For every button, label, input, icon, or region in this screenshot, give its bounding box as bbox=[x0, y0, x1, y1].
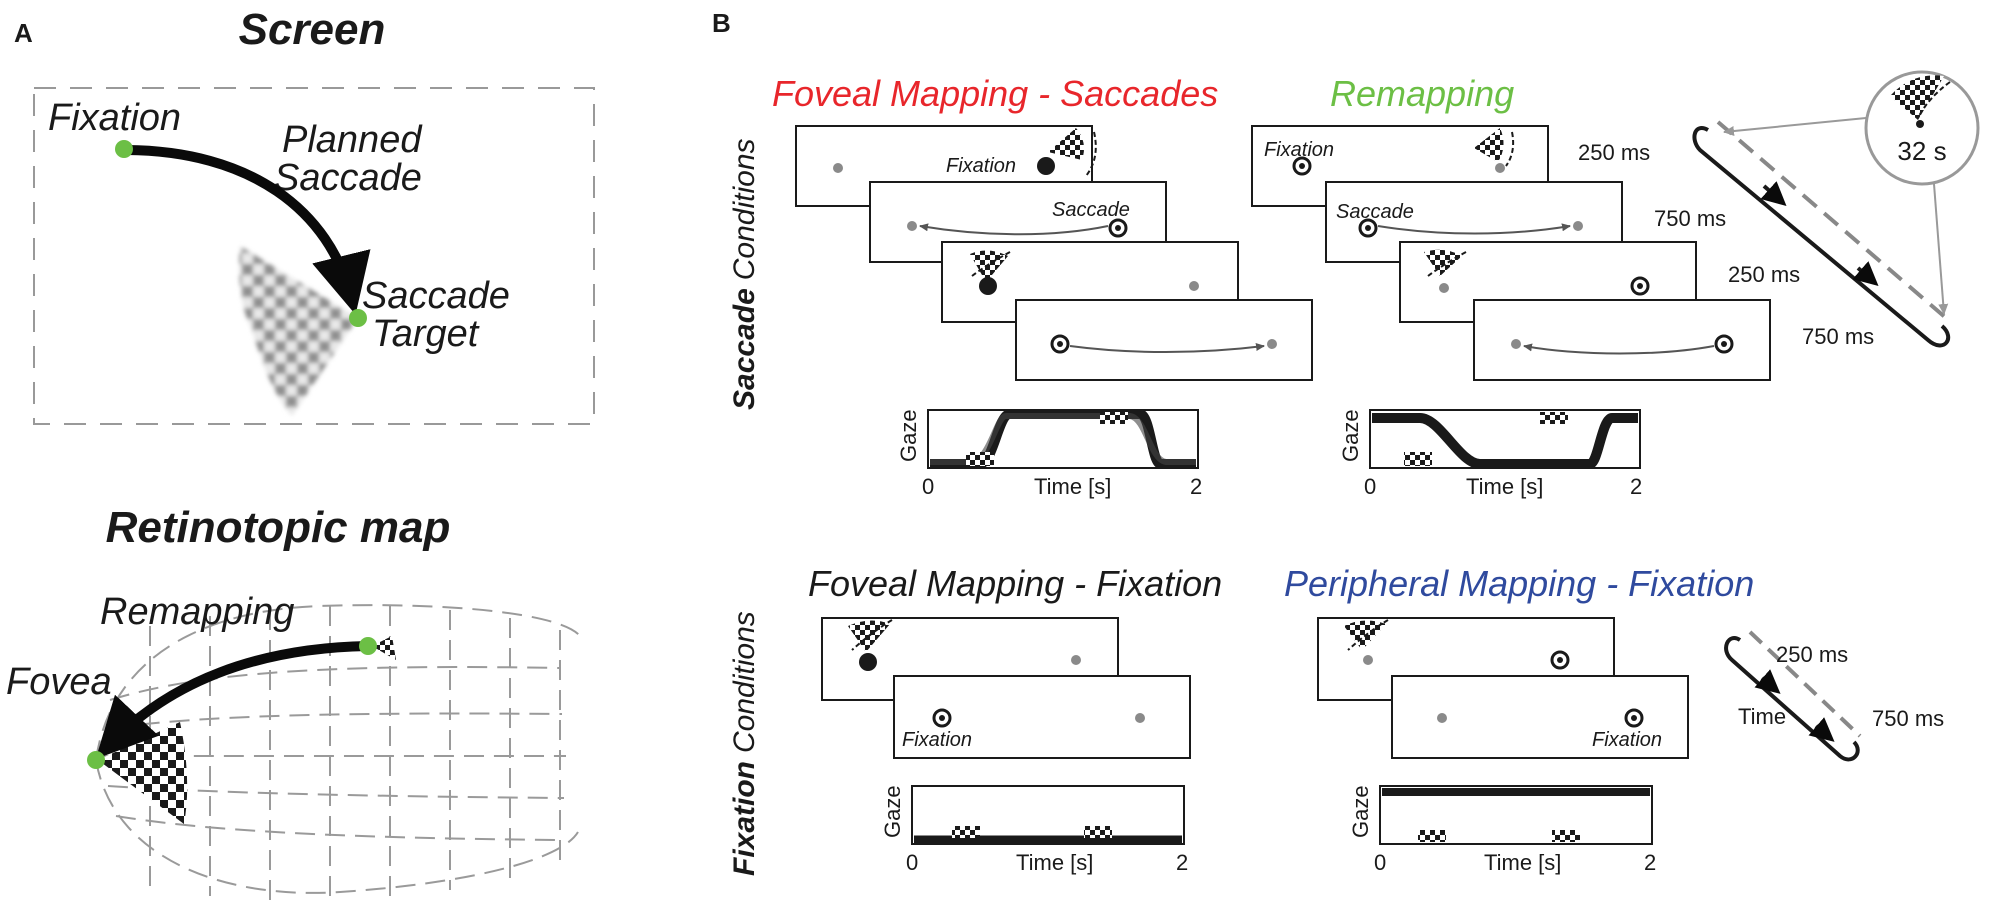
screen-border bbox=[33, 87, 595, 425]
remapping-arrow bbox=[95, 641, 369, 759]
fixation-label: Fixation bbox=[48, 97, 181, 139]
planned-saccade-label-1: Planned bbox=[282, 119, 423, 161]
timing-250-b: 250 ms bbox=[1728, 262, 1800, 287]
remapping-title: Remapping bbox=[1330, 73, 1514, 114]
panel-b-label: B bbox=[712, 8, 731, 38]
time-arrow-label: Time bbox=[1738, 704, 1786, 729]
time-label-1: Time [s] bbox=[1034, 474, 1111, 499]
time-label-4: Time [s] bbox=[1484, 850, 1561, 875]
tick-2-3: 2 bbox=[1176, 850, 1188, 875]
fixation-cycle-diagram bbox=[1724, 630, 1862, 762]
peripheral-fixation-frames: Fixation bbox=[1317, 617, 1689, 759]
tick-2-1: 2 bbox=[1190, 474, 1202, 499]
foveal-checkerboard bbox=[98, 722, 188, 824]
tick-2-2: 2 bbox=[1630, 474, 1642, 499]
time-label-2: Time [s] bbox=[1466, 474, 1543, 499]
peripheral-checkerboard bbox=[372, 636, 396, 660]
tick-0-3: 0 bbox=[906, 850, 918, 875]
foveal-saccade-frames: Fixation Saccade bbox=[795, 125, 1313, 381]
foveal-dot bbox=[87, 751, 105, 769]
panel-a-label: A bbox=[14, 18, 33, 48]
timing-250-a: 250 ms bbox=[1578, 140, 1650, 165]
cycle-diagram: 32 s bbox=[1692, 70, 1980, 348]
saccade-target-dot bbox=[349, 309, 367, 327]
tick-0-1: 0 bbox=[922, 474, 934, 499]
remap-frame2-saccade-label: Saccade bbox=[1336, 201, 1414, 223]
perfix-fixation-label: Fixation bbox=[1592, 729, 1662, 751]
time-label-3: Time [s] bbox=[1016, 850, 1093, 875]
remapping-frames: Fixation Saccade bbox=[1251, 125, 1771, 381]
gaze-plot-remapping bbox=[1369, 409, 1641, 469]
frame2-saccade-label: Saccade bbox=[1052, 199, 1130, 221]
remapping-label: Remapping bbox=[100, 591, 294, 633]
frame1-fixation-label: Fixation bbox=[946, 155, 1016, 177]
peripheral-dot bbox=[359, 637, 377, 655]
fix-timing-750: 750 ms bbox=[1872, 706, 1944, 731]
tick-0-4: 0 bbox=[1374, 850, 1386, 875]
tick-2-4: 2 bbox=[1644, 850, 1656, 875]
gaze-label-1: Gaze bbox=[896, 409, 921, 462]
planned-saccade-label-2: Saccade bbox=[274, 157, 422, 199]
screen-title: Screen bbox=[239, 5, 386, 54]
planned-saccade-arrow bbox=[123, 145, 371, 315]
gaze-label-4: Gaze bbox=[1348, 785, 1373, 838]
saccade-target-label-1: Saccade bbox=[362, 275, 510, 317]
fixation-dot bbox=[115, 140, 133, 158]
cycle-duration-label: 32 s bbox=[1897, 136, 1946, 166]
tick-0-2: 0 bbox=[1364, 474, 1376, 499]
gaze-label-3: Gaze bbox=[880, 785, 905, 838]
foveal-fixation-title: Foveal Mapping - Fixation bbox=[808, 563, 1222, 604]
fixation-conditions-label: FixationConditions bbox=[728, 611, 761, 876]
fovfix-fixation-label: Fixation bbox=[902, 729, 972, 751]
retinotopic-title: Retinotopic map bbox=[106, 503, 451, 552]
gaze-plot-foveal-fixation bbox=[911, 785, 1185, 845]
peripheral-fixation-title: Peripheral Mapping - Fixation bbox=[1284, 563, 1754, 604]
gaze-label-2: Gaze bbox=[1338, 409, 1363, 462]
fovea-label: Fovea bbox=[6, 661, 112, 703]
foveal-fixation-frames: Fixation bbox=[821, 617, 1191, 759]
fix-timing-250: 250 ms bbox=[1776, 642, 1848, 667]
blurred-checkerboard-stimulus bbox=[239, 246, 358, 416]
remap-frame1-fixation-label: Fixation bbox=[1264, 139, 1334, 161]
gaze-plot-foveal-saccades bbox=[927, 409, 1199, 469]
foveal-saccades-title: Foveal Mapping - Saccades bbox=[772, 73, 1218, 114]
saccade-target-label-2: Target bbox=[372, 313, 480, 355]
timing-750-b: 750 ms bbox=[1802, 324, 1874, 349]
timing-750-a: 750 ms bbox=[1654, 206, 1726, 231]
saccade-conditions-label: SaccadeConditions bbox=[728, 138, 761, 410]
gaze-plot-peripheral-fixation bbox=[1379, 785, 1653, 845]
